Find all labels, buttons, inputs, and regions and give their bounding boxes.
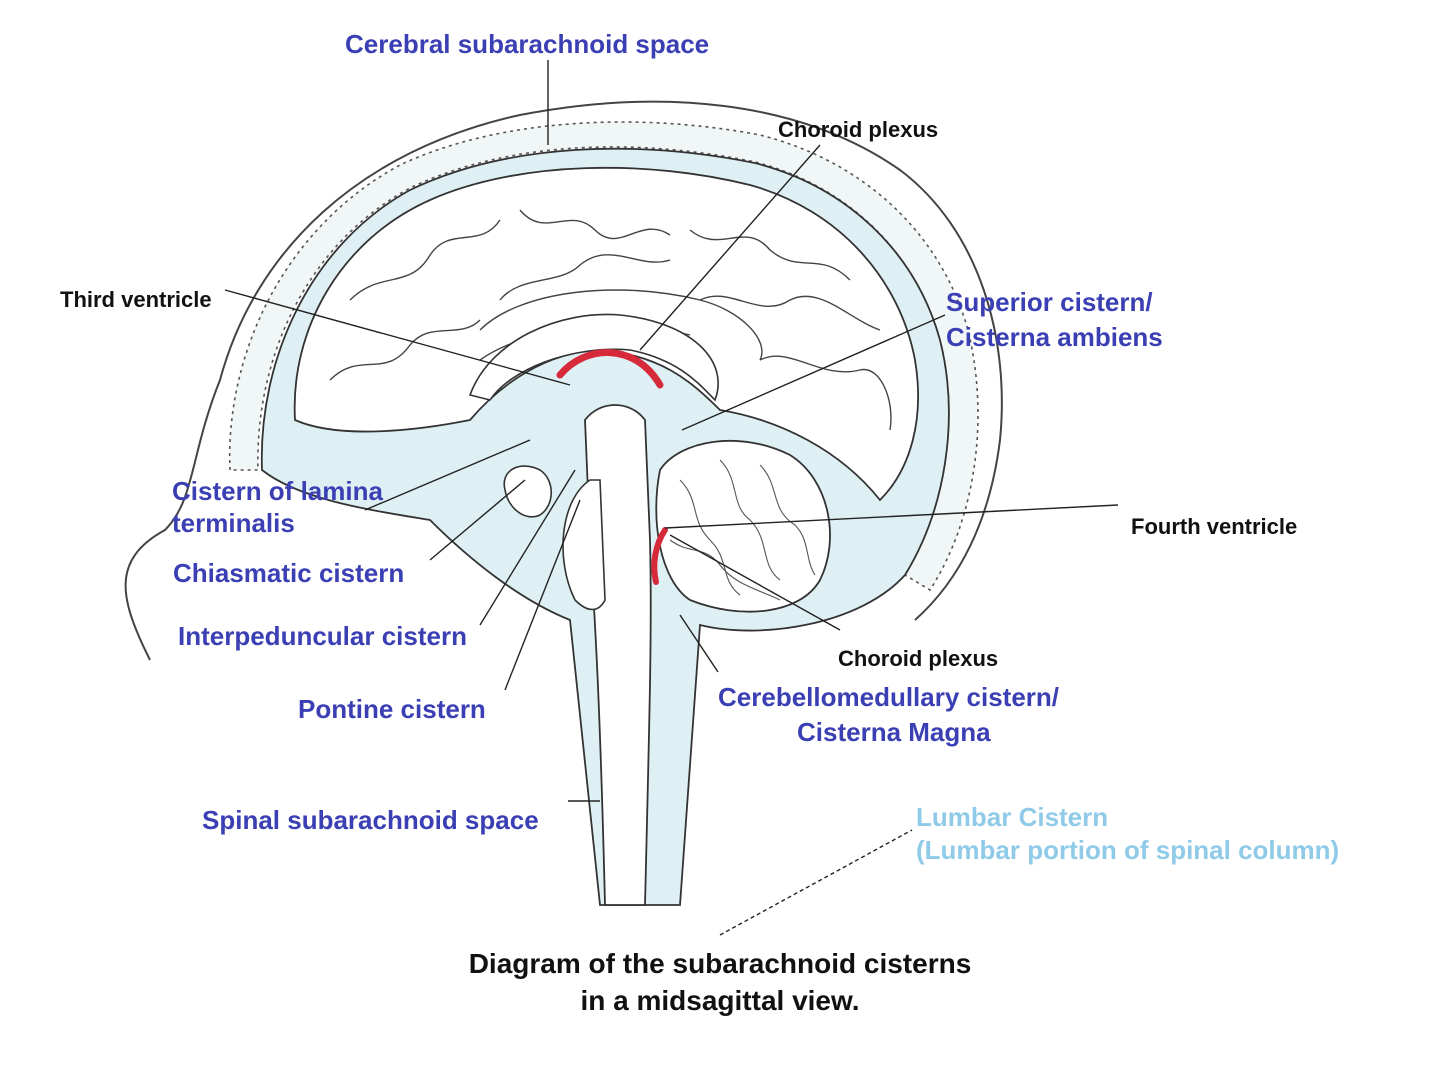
choroid-plexus-fourth-ventricle <box>651 527 668 585</box>
leader-fourth-ventricle <box>664 504 1119 529</box>
caption-line-2: in a midsagittal view. <box>580 984 860 1016</box>
leader-choroid-plexus-bottom <box>669 534 841 631</box>
leader-cistern-lamina <box>364 439 531 511</box>
label-cerebral-subarachnoid-space: Cerebral subarachnoid space <box>345 29 710 59</box>
corpus-callosum <box>468 313 719 402</box>
label-spinal-subarachnoid-space: Spinal subarachnoid space <box>202 805 539 835</box>
label-choroid-plexus-top: Choroid plexus <box>778 117 939 142</box>
label-lumbar-cistern: Lumbar Cistern <box>916 802 1109 832</box>
choroid-plexus-third-ventricle <box>556 349 664 389</box>
diagram-caption: Diagram of the subarachnoid cisterns in … <box>0 946 1440 1020</box>
cerebellar-folia <box>669 459 816 601</box>
leader-pontine <box>504 499 581 691</box>
leader-interpeduncular <box>479 469 576 626</box>
label-pontine-cistern: Pontine cistern <box>298 694 486 724</box>
label-cisterna-magna: Cisterna Magna <box>797 717 991 747</box>
label-cerebellomedullary-cistern: Cerebellomedullary cistern/ <box>718 682 1060 712</box>
leader-chiasmatic <box>429 479 526 561</box>
skull-bone <box>228 121 979 592</box>
leader-cerebellomedullary <box>679 614 719 673</box>
pons <box>562 479 606 611</box>
cerebellum <box>655 439 831 613</box>
leader-superior-cistern <box>681 314 946 431</box>
caption-line-1: Diagram of the subarachnoid cisterns <box>468 948 972 979</box>
label-terminalis: terminalis <box>172 508 295 538</box>
leader-lines <box>224 60 1119 936</box>
label-interpeduncular-cistern: Interpeduncular cistern <box>178 621 467 651</box>
leader-lumbar <box>719 829 913 936</box>
leader-choroid-plexus-top <box>639 144 821 351</box>
label-chiasmatic-cistern: Chiasmatic cistern <box>173 558 405 588</box>
label-lumbar-portion: (Lumbar portion of spinal column) <box>916 835 1340 865</box>
label-fourth-ventricle: Fourth ventricle <box>1131 514 1298 539</box>
leader-third-ventricle <box>224 289 571 386</box>
label-cisterna-ambiens: Cisterna ambiens <box>946 322 1163 352</box>
label-choroid-plexus-bottom: Choroid plexus <box>838 646 999 671</box>
head-outline <box>124 100 1003 661</box>
label-cistern-of-lamina: Cistern of lamina <box>172 476 383 506</box>
label-third-ventricle: Third ventricle <box>60 287 212 312</box>
optic-chiasm <box>503 465 553 518</box>
label-superior-cistern: Superior cistern/ <box>946 287 1153 317</box>
